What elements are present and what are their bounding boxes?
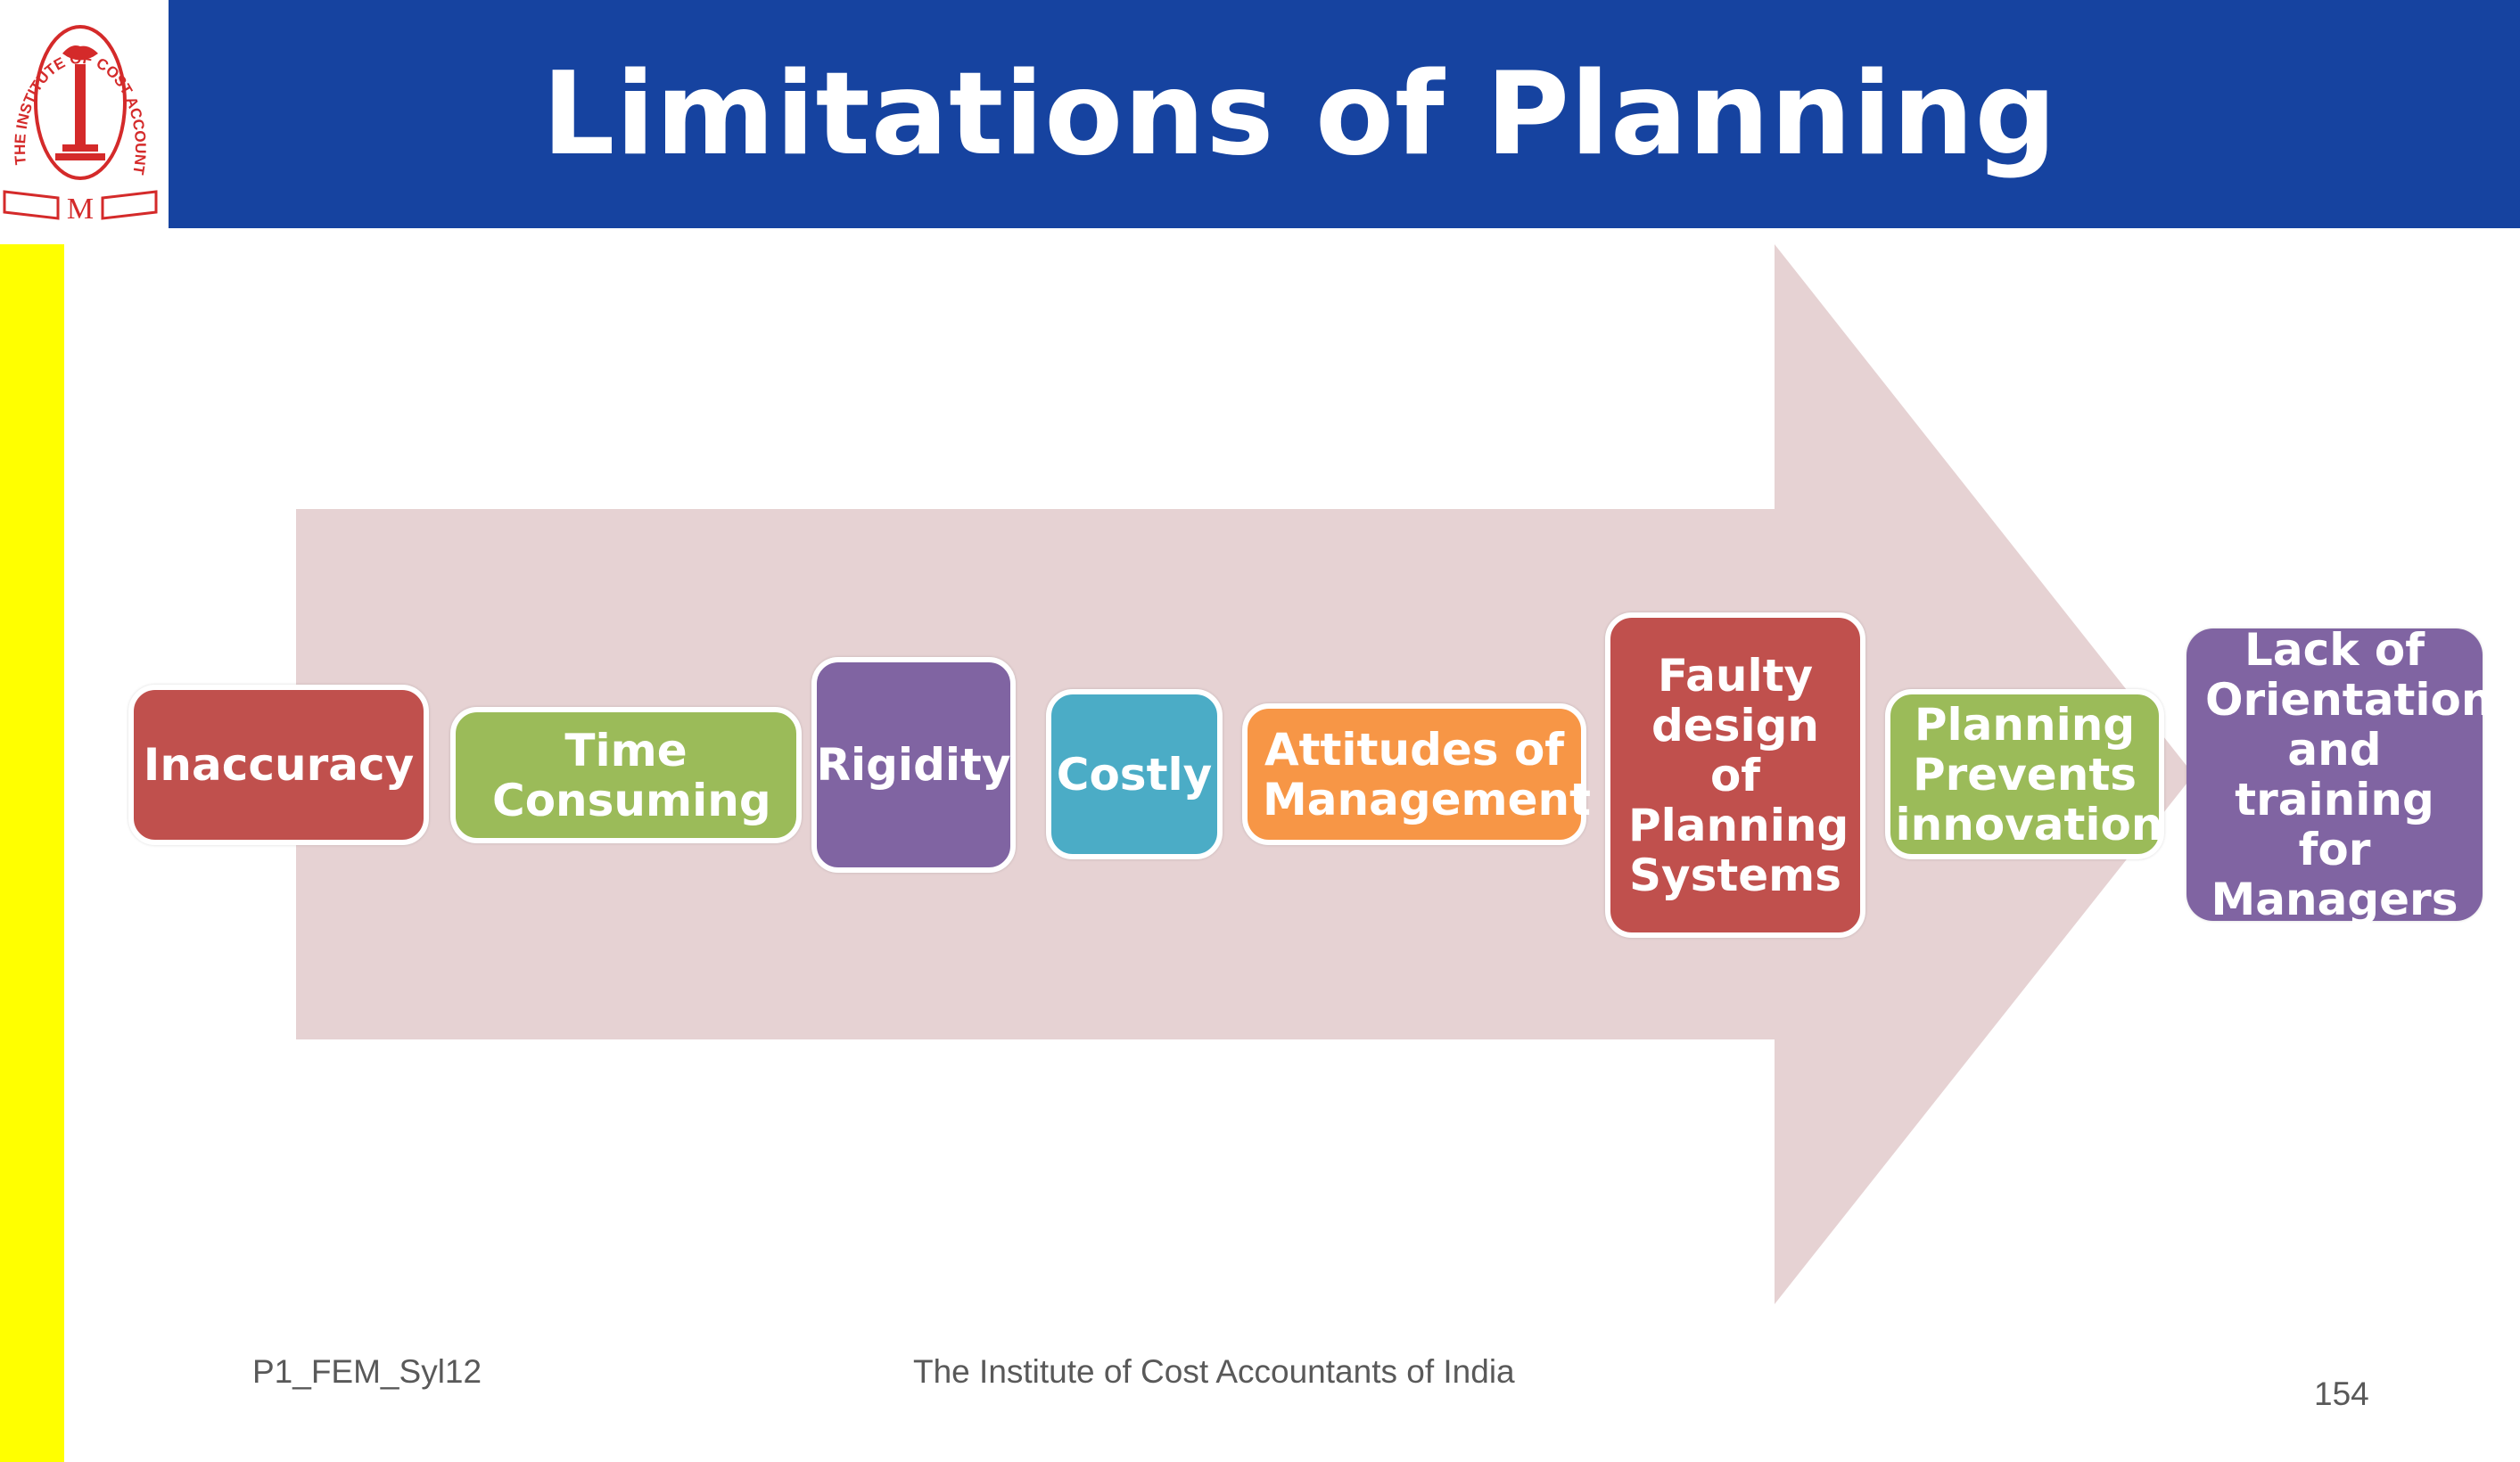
item-inaccuracy: Inaccuracy [128,685,429,845]
item-costly: Costly [1046,689,1223,859]
item-lack-of-orientation: Lack of Orientation and training for Man… [2186,625,2492,924]
footer-org: The Institute of Cost Accountants of Ind… [913,1353,1515,1390]
item-time-consuming: Time Consuming [450,707,802,843]
title-banner: Limitations of Planning [169,0,2520,228]
footer-code: P1_FEM_Syl12 [252,1353,482,1390]
institute-logo: THE INSTITUTE OF COST ACCOUNTANTS OF IND… [0,0,161,228]
page-number: 154 [2314,1376,2369,1412]
item-planning-prevents-innovation: Planning Prevents innovation [1885,689,2164,859]
item-faulty-design: Faulty design of Planning Systems [1605,612,1865,938]
item-attitudes-of-management: Attitudes of Management [1242,703,1591,845]
yellow-side-bar [0,244,64,1462]
page-title: Limitations of Planning [541,47,2058,181]
svg-text:M: M [67,193,94,226]
item-rigidity: Rigidity [811,657,1016,873]
